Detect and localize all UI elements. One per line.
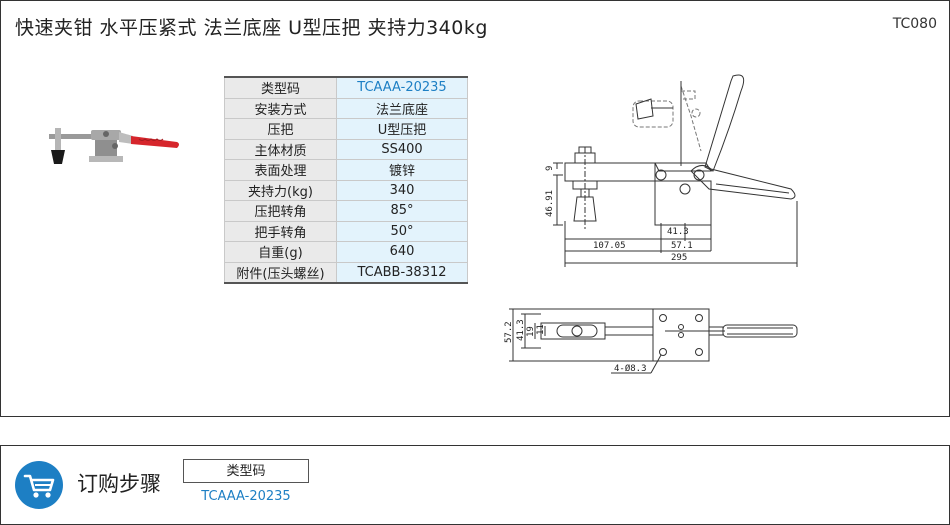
spec-value: SS400 <box>336 138 468 160</box>
spec-value: 640 <box>336 241 468 263</box>
spec-row: 自重(g)640 <box>224 241 468 263</box>
spec-value: 镀锌 <box>336 159 468 181</box>
dim-holes: 4-Ø8.3 <box>614 363 647 374</box>
dim-295: 295 <box>671 253 687 263</box>
dim-57-1: 57.1 <box>671 241 693 251</box>
spec-key: 表面处理 <box>224 159 337 181</box>
type-code-box: 类型码 <box>183 459 309 483</box>
dim-57-2: 57.2 <box>504 321 514 343</box>
spec-key: 夹持力(kg) <box>224 179 337 201</box>
top-view-drawing: 57.2 41.3 19 11 4-Ø8.3 <box>504 308 798 374</box>
dim-46-91: 46.91 <box>545 190 555 217</box>
dim-41-3: 41.3 <box>667 227 689 237</box>
spec-value: 340 <box>336 179 468 201</box>
spec-row: 表面处理镀锌 <box>224 159 468 181</box>
spec-key: 附件(压头螺丝) <box>224 261 337 284</box>
product-photo <box>49 128 179 164</box>
spec-key: 把手转角 <box>224 220 337 242</box>
spec-key: 类型码 <box>224 76 337 99</box>
dim-11: 11 <box>536 324 546 335</box>
product-title: 快速夹钳 水平压紧式 法兰底座 U型压把 夹持力340kg <box>15 17 488 39</box>
spec-key: 压把 <box>224 118 337 140</box>
dim-107-05: 107.05 <box>593 241 626 251</box>
spec-value: U型压把 <box>336 118 468 140</box>
spec-value[interactable]: TCAAA-20235 <box>336 76 468 99</box>
spec-value: TCABB-38312 <box>336 261 468 284</box>
order-panel: 订购步骤 类型码 TCAAA-20235 <box>0 445 950 525</box>
spec-key: 压把转角 <box>224 200 337 222</box>
shopping-cart-icon <box>15 461 63 509</box>
spec-key: 主体材质 <box>224 138 337 160</box>
dim-19: 19 <box>526 326 536 337</box>
side-view-drawing: 9 46.91 41.3 107.05 57.1 295 <box>545 74 798 267</box>
spec-row: 附件(压头螺丝)TCABB-38312 <box>224 261 468 284</box>
spec-key: 安装方式 <box>224 97 337 119</box>
spec-value: 85° <box>336 200 468 222</box>
dim-9: 9 <box>545 166 555 171</box>
spec-key: 自重(g) <box>224 241 337 263</box>
type-code-value[interactable]: TCAAA-20235 <box>201 489 291 504</box>
spec-value: 法兰底座 <box>336 97 468 119</box>
product-code: TC080 <box>892 16 937 32</box>
spec-row: 夹持力(kg)340 <box>224 179 468 201</box>
spec-value: 50° <box>336 220 468 242</box>
spec-row: 安装方式法兰底座 <box>224 97 468 119</box>
order-steps-title: 订购步骤 <box>77 472 161 496</box>
dim-41-3-top: 41.3 <box>516 319 526 341</box>
